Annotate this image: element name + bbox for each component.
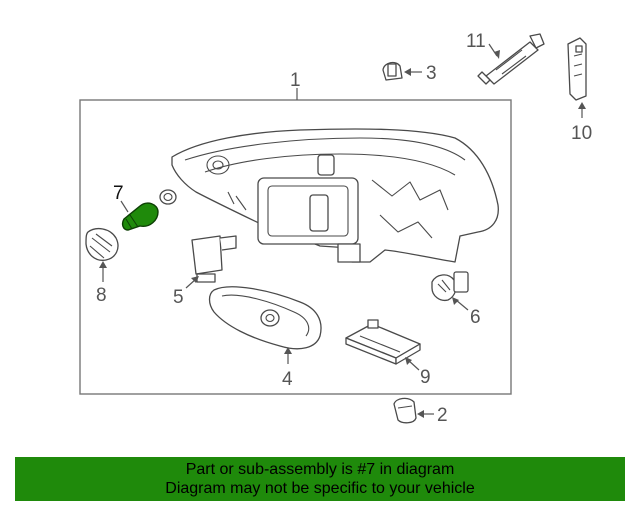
arrow-2 [417, 410, 424, 418]
callout-10: 10 [571, 123, 592, 144]
callout-7: 7 [113, 183, 124, 204]
arrow-11 [494, 50, 500, 59]
connector-part-5 [191, 235, 237, 283]
arrow-3 [404, 68, 411, 76]
headlamp-housing [171, 128, 499, 263]
module-part-9 [345, 319, 421, 365]
callout-11: 11 [466, 31, 486, 52]
clip-part-3 [382, 61, 403, 81]
callout-2: 2 [437, 405, 448, 426]
callout-3: 3 [426, 63, 437, 84]
arrow-9 [405, 357, 412, 365]
callout-1: 1 [290, 70, 301, 91]
leader-6 [455, 299, 469, 311]
callout-9: 9 [420, 367, 431, 388]
part-info-banner: Part or sub-assembly is #7 in diagram Di… [15, 457, 625, 501]
arrow-5 [191, 276, 199, 283]
leader-7 [120, 200, 129, 213]
callout-6: 6 [470, 307, 481, 328]
seal-ring [159, 189, 177, 205]
mount-part-10 [567, 37, 587, 101]
callout-5: 5 [173, 287, 184, 308]
bulb-socket-part-6 [431, 271, 469, 302]
assembly-frame [79, 99, 512, 395]
seal-ring-inner [163, 192, 173, 202]
lens-part-4 [208, 286, 322, 350]
arrow-8 [99, 261, 107, 268]
callout-4: 4 [282, 369, 293, 390]
bracket-part-11 [477, 33, 545, 85]
arrow-4 [284, 347, 292, 354]
bulb-part-7 [121, 202, 159, 231]
arrow-6 [452, 297, 459, 305]
callout-8: 8 [96, 285, 107, 306]
socket-cap-part-8 [85, 227, 119, 261]
arrow-10 [578, 102, 586, 109]
banner-line-2: Diagram may not be specific to your vehi… [165, 480, 475, 497]
banner-line-1: Part or sub-assembly is #7 in diagram [185, 461, 455, 478]
grommet-part-2 [393, 397, 417, 424]
